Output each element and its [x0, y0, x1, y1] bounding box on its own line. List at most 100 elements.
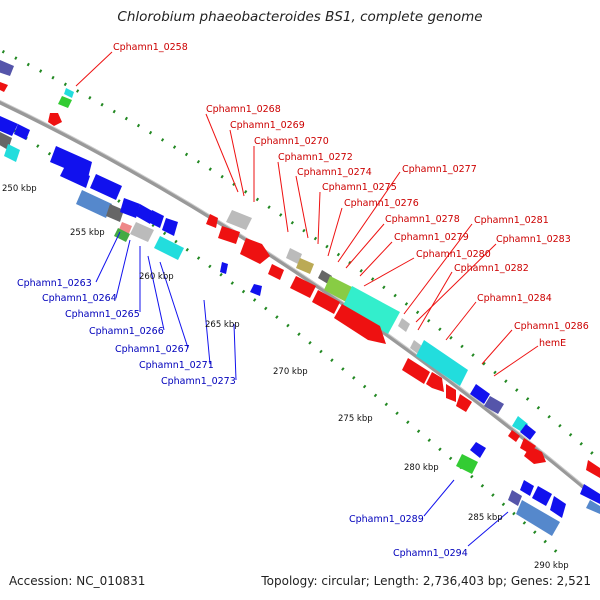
gene-label[interactable]: Cphamn1_0279	[394, 232, 469, 243]
gene-feature[interactable]	[456, 454, 478, 474]
gene-label[interactable]: Cphamn1_0275	[322, 182, 397, 193]
gene-feature[interactable]	[334, 304, 386, 344]
gene-feature[interactable]	[398, 318, 410, 332]
gene-feature[interactable]	[268, 264, 284, 280]
gene-label[interactable]: Cphamn1_0282	[454, 263, 529, 274]
gene-feature[interactable]	[64, 88, 74, 98]
gene-feature[interactable]	[520, 424, 536, 440]
gene-feature[interactable]	[114, 228, 130, 242]
gene-feature[interactable]	[580, 484, 600, 504]
gene-label[interactable]: hemE	[539, 338, 566, 349]
gene-label[interactable]: Cphamn1_0258	[113, 42, 188, 53]
gene-feature[interactable]	[508, 490, 522, 506]
gene-feature[interactable]	[14, 124, 30, 140]
gene-label[interactable]: Cphamn1_0278	[385, 214, 460, 225]
gene-feature[interactable]	[0, 60, 14, 76]
gene-feature[interactable]	[90, 174, 122, 200]
callout-line	[159, 261, 189, 349]
gene-feature[interactable]	[416, 340, 468, 386]
gene-feature[interactable]	[148, 210, 164, 228]
gene-feature[interactable]	[120, 198, 140, 218]
gene-label[interactable]: Cphamn1_0270	[254, 136, 329, 147]
gene-label[interactable]: Cphamn1_0281	[474, 215, 549, 226]
gene-label[interactable]: Cphamn1_0280	[416, 249, 491, 260]
gene-feature[interactable]	[312, 290, 340, 314]
gene-feature[interactable]	[456, 394, 472, 412]
gene-label[interactable]: Cphamn1_0267	[115, 344, 190, 355]
gene-label[interactable]: Cphamn1_0284	[477, 293, 552, 304]
genome-backbone	[0, 100, 600, 504]
gene-feature[interactable]	[226, 210, 252, 230]
gene-feature[interactable]	[206, 214, 218, 228]
callout-line	[417, 271, 453, 331]
gene-label[interactable]: Cphamn1_0263	[17, 278, 92, 289]
reverse-gene-labels: Cphamn1_0263 Cphamn1_0264 Cphamn1_0265 C…	[17, 278, 468, 559]
gene-feature[interactable]	[0, 116, 18, 136]
gene-label[interactable]: Cphamn1_0266	[89, 326, 164, 337]
gene-label[interactable]: Cphamn1_0274	[297, 167, 372, 178]
gene-feature[interactable]	[58, 96, 72, 108]
gene-feature[interactable]	[48, 113, 62, 126]
scale-label: 270 kbp	[273, 367, 308, 377]
gene-feature[interactable]	[250, 284, 262, 296]
gene-label[interactable]: Cphamn1_0276	[344, 198, 419, 209]
gene-feature[interactable]	[162, 218, 178, 236]
gene-feature[interactable]	[240, 238, 270, 264]
gene-feature[interactable]	[286, 248, 302, 264]
gene-feature[interactable]	[154, 236, 184, 260]
callout-line	[317, 191, 321, 245]
gene-feature[interactable]	[532, 486, 552, 506]
gene-feature[interactable]	[586, 460, 600, 478]
gene-label[interactable]: Cphamn1_0286	[514, 321, 589, 332]
gene-label[interactable]: Cphamn1_0289	[349, 514, 424, 525]
forward-gene-labels: Cphamn1_0258 Cphamn1_0268 Cphamn1_0269 C…	[113, 42, 589, 349]
gene-label[interactable]: Cphamn1_0271	[139, 360, 214, 371]
callout-line	[75, 51, 113, 87]
gene-feature[interactable]	[296, 258, 314, 274]
gene-label[interactable]: Cphamn1_0277	[402, 164, 477, 175]
forward-callout-lines	[75, 51, 539, 377]
forward-strand-genes	[0, 60, 600, 478]
gene-feature[interactable]	[516, 500, 560, 536]
scale-label: 260 kbp	[139, 272, 174, 282]
gene-label[interactable]: Cphamn1_0273	[161, 376, 236, 387]
callout-line	[115, 239, 131, 299]
gene-feature[interactable]	[470, 384, 490, 404]
gene-feature[interactable]	[586, 500, 600, 514]
gene-feature[interactable]	[220, 262, 228, 274]
gene-feature[interactable]	[524, 446, 546, 464]
callout-line	[233, 323, 237, 381]
gene-label[interactable]: Cphamn1_0294	[393, 548, 468, 559]
callout-line	[95, 231, 121, 283]
gene-feature[interactable]	[60, 164, 90, 188]
callout-line	[229, 129, 245, 197]
gene-feature[interactable]	[50, 146, 92, 178]
callout-line	[277, 161, 289, 233]
gene-feature[interactable]	[290, 276, 316, 298]
topology-text: Topology: circular; Length: 2,736,403 bp…	[261, 574, 591, 588]
gene-feature[interactable]	[470, 442, 486, 458]
gene-feature[interactable]	[446, 384, 456, 402]
gene-feature[interactable]	[520, 480, 534, 496]
gene-label[interactable]: Cphamn1_0269	[230, 120, 305, 131]
gene-feature[interactable]	[0, 82, 8, 92]
gene-feature[interactable]	[324, 276, 354, 302]
gene-feature[interactable]	[218, 226, 240, 244]
reverse-strand-genes	[0, 116, 600, 536]
gene-feature[interactable]	[4, 144, 20, 162]
gene-feature[interactable]	[550, 496, 566, 518]
gene-feature[interactable]	[484, 396, 504, 414]
gene-feature[interactable]	[508, 430, 520, 442]
gene-label[interactable]: Cphamn1_0264	[42, 293, 117, 304]
gene-feature[interactable]	[130, 222, 154, 242]
gene-label[interactable]: Cphamn1_0283	[496, 234, 571, 245]
gene-label[interactable]: Cphamn1_0272	[278, 152, 353, 163]
gene-feature[interactable]	[342, 286, 400, 334]
gene-feature[interactable]	[106, 204, 124, 222]
gene-feature[interactable]	[426, 372, 444, 392]
callout-line	[481, 329, 513, 365]
gene-label[interactable]: Cphamn1_0268	[206, 104, 281, 115]
gene-feature[interactable]	[402, 358, 430, 384]
gene-label[interactable]: Cphamn1_0265	[65, 309, 140, 320]
gene-feature[interactable]	[76, 190, 112, 218]
